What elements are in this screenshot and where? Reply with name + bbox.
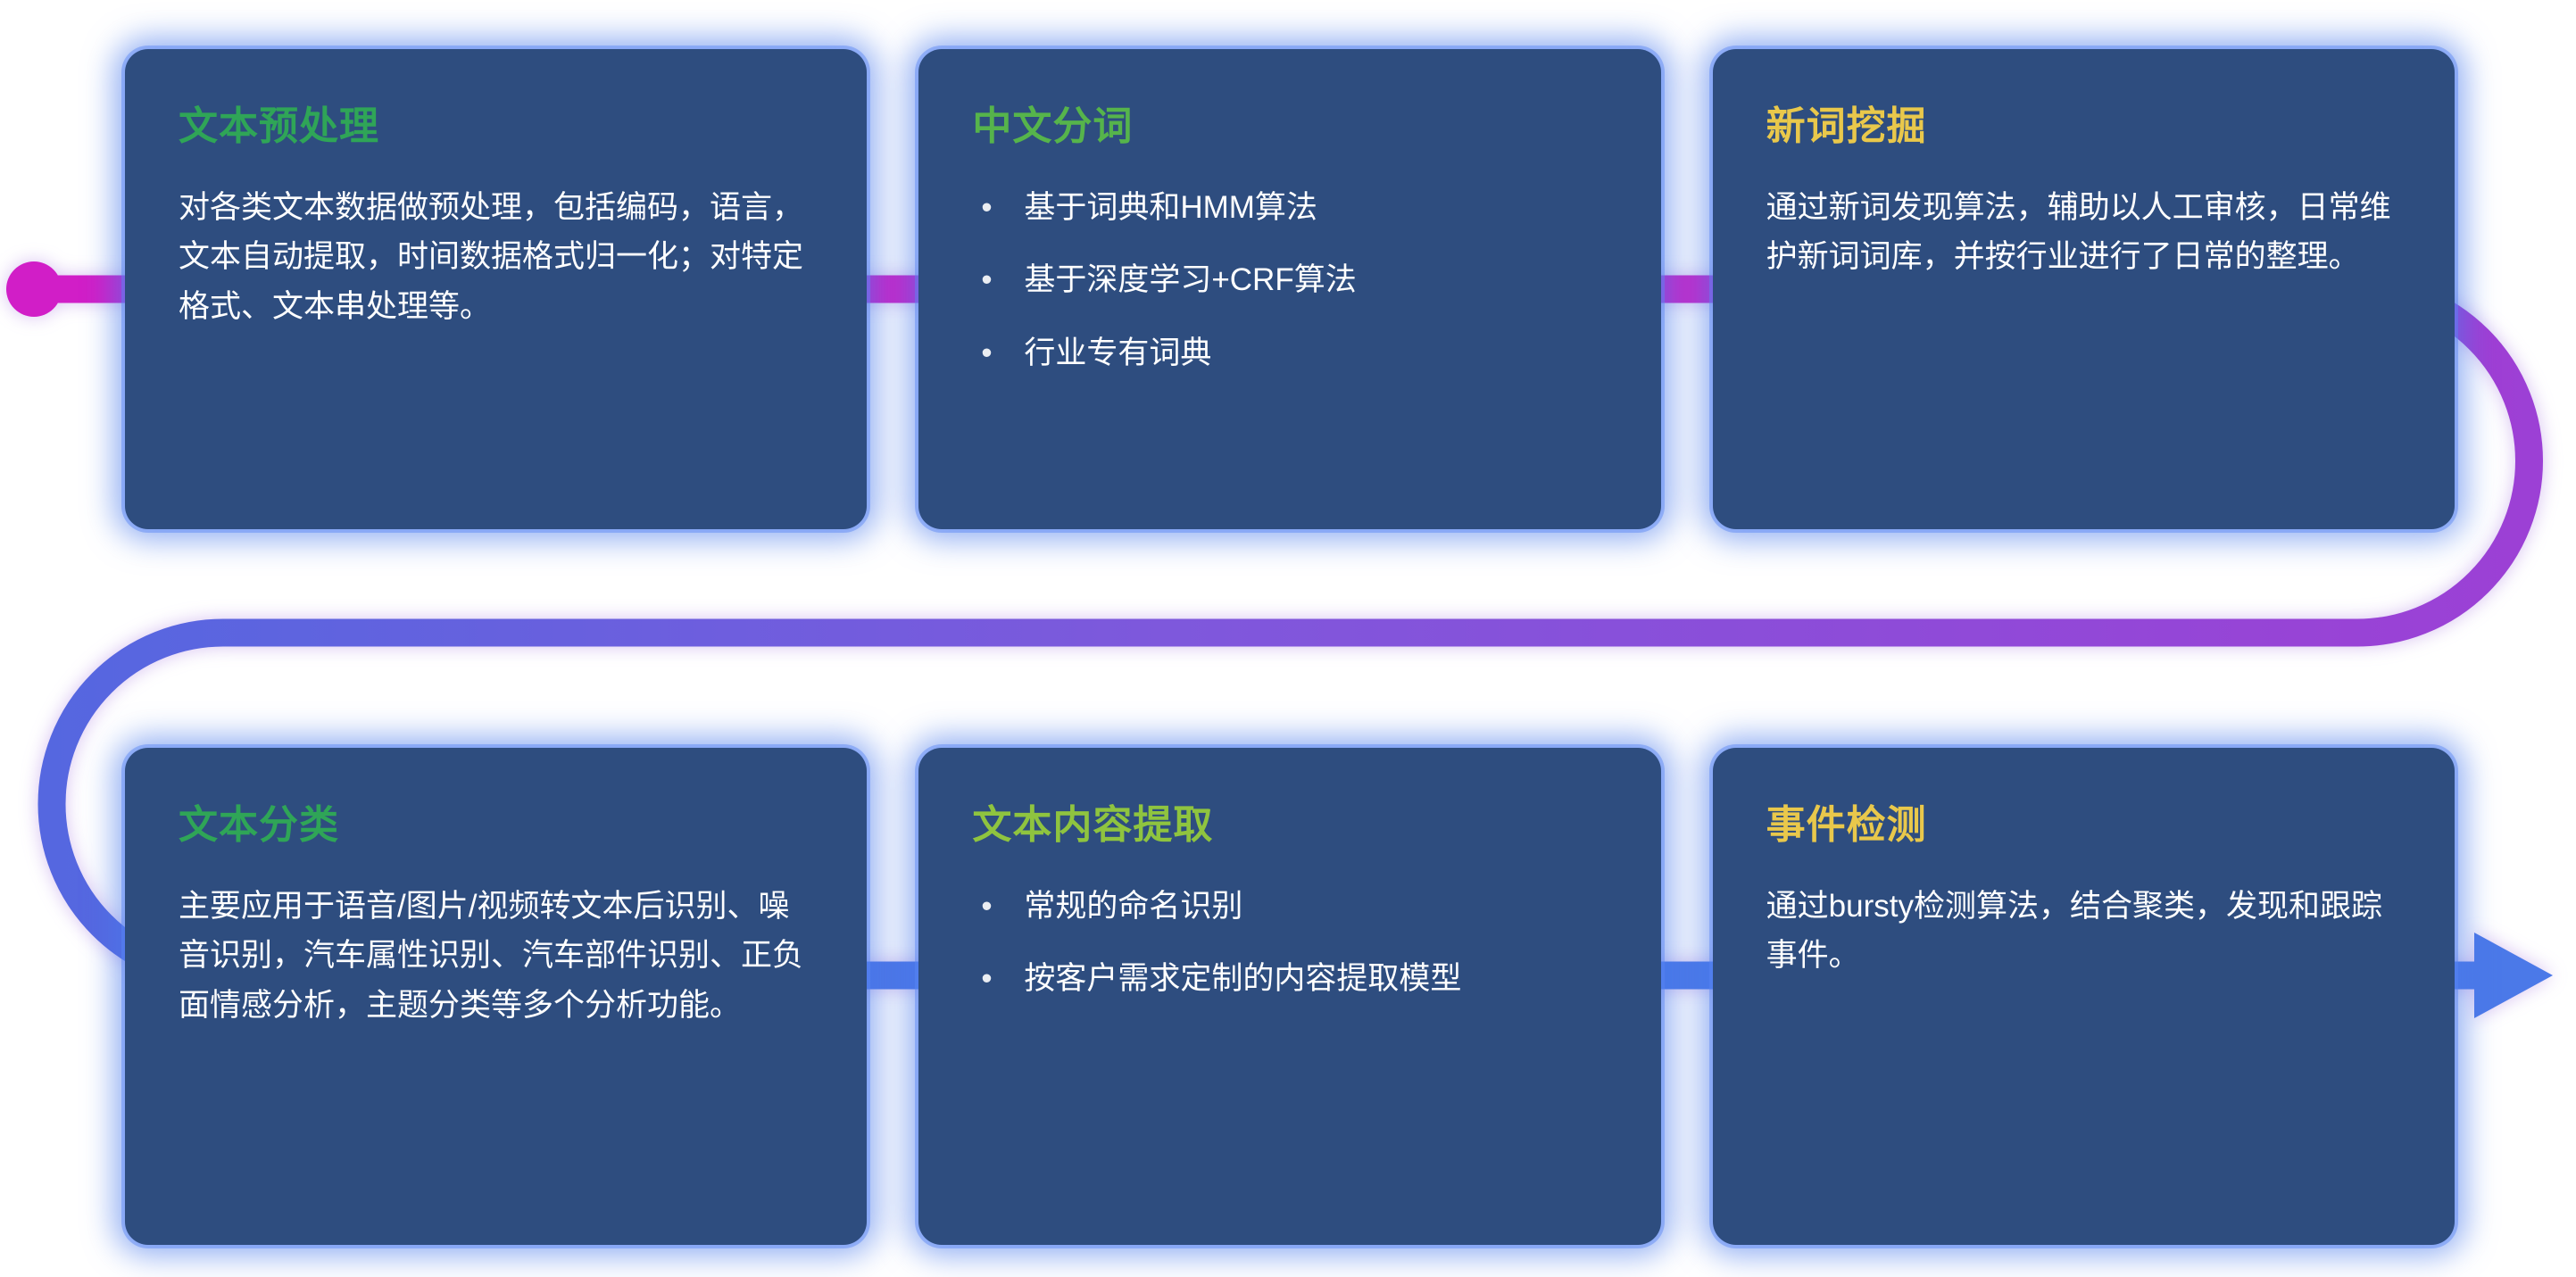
card-title: 新词挖掘 <box>1766 104 1927 148</box>
card-title: 事件检测 <box>1766 803 1927 847</box>
card-bullet-item: 行业专有词典 <box>972 328 1607 378</box>
card-bullet-list: 基于词典和HMM算法基于深度学习+CRF算法行业专有词典 <box>972 183 1607 377</box>
card-text-classification: 文本分类 主要应用于语音/图片/视频转文本后识别、噪音识别，汽车属性识别、汽车部… <box>125 748 868 1245</box>
card-body: 通过新词发现算法，辅助以人工审核，日常维护新词词库，并按行业进行了日常的整理。 <box>1766 183 2401 282</box>
card-event-detection: 事件检测 通过bursty检测算法，结合聚类，发现和跟踪事件。 <box>1712 748 2455 1245</box>
card-title: 中文分词 <box>972 104 1134 148</box>
card-body: 主要应用于语音/图片/视频转文本后识别、噪音识别，汽车属性识别、汽车部件识别、正… <box>179 882 813 1030</box>
card-paragraph: 主要应用于语音/图片/视频转文本后识别、噪音识别，汽车属性识别、汽车部件识别、正… <box>179 889 804 1023</box>
flow-start-dot <box>6 261 62 317</box>
card-paragraph: 对各类文本数据做预处理，包括编码，语言，文本自动提取，时间数据格式归一化；对特定… <box>179 190 804 324</box>
card-body: 对各类文本数据做预处理，包括编码，语言，文本自动提取，时间数据格式归一化；对特定… <box>179 183 813 331</box>
card-bullet-item: 常规的命名识别 <box>972 882 1607 932</box>
card-new-word-mining: 新词挖掘 通过新词发现算法，辅助以人工审核，日常维护新词词库，并按行业进行了日常… <box>1712 49 2455 529</box>
card-chinese-word-segmentation: 中文分词 基于词典和HMM算法基于深度学习+CRF算法行业专有词典 <box>918 49 1661 529</box>
card-paragraph: 通过bursty检测算法，结合聚类，发现和跟踪事件。 <box>1766 889 2382 974</box>
card-text-preprocessing: 文本预处理 对各类文本数据做预处理，包括编码，语言，文本自动提取，时间数据格式归… <box>125 49 868 529</box>
card-bullet-item: 基于词典和HMM算法 <box>972 183 1607 233</box>
card-title: 文本内容提取 <box>972 803 1214 847</box>
card-body: 基于词典和HMM算法基于深度学习+CRF算法行业专有词典 <box>972 183 1607 377</box>
card-body: 通过bursty检测算法，结合聚类，发现和跟踪事件。 <box>1766 882 2401 981</box>
card-bullet-item: 按客户需求定制的内容提取模型 <box>972 954 1607 1004</box>
flow-end-arrow-icon <box>2474 933 2553 1018</box>
card-title: 文本分类 <box>179 803 339 847</box>
card-bullet-item: 基于深度学习+CRF算法 <box>972 255 1607 305</box>
cards-row-top: 文本预处理 对各类文本数据做预处理，包括编码，语言，文本自动提取，时间数据格式归… <box>125 49 2455 529</box>
flow-segment-middle <box>37 460 2543 805</box>
cards-row-bottom: 文本分类 主要应用于语音/图片/视频转文本后识别、噪音识别，汽车属性识别、汽车部… <box>125 748 2455 1245</box>
card-text-content-extraction: 文本内容提取 常规的命名识别按客户需求定制的内容提取模型 <box>918 748 1661 1245</box>
card-body: 常规的命名识别按客户需求定制的内容提取模型 <box>972 882 1607 1004</box>
card-bullet-list: 常规的命名识别按客户需求定制的内容提取模型 <box>972 882 1607 1004</box>
card-paragraph: 通过新词发现算法，辅助以人工审核，日常维护新词词库，并按行业进行了日常的整理。 <box>1766 190 2391 275</box>
card-title: 文本预处理 <box>179 104 379 148</box>
